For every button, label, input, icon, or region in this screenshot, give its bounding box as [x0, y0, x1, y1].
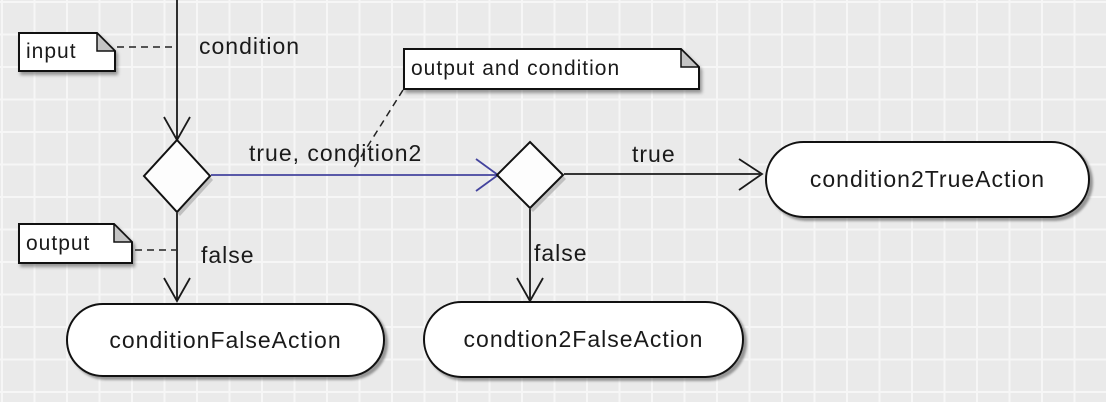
edge-label-true: true [632, 141, 676, 167]
action-node-condition2-true[interactable]: condition2TrueAction [765, 141, 1090, 218]
note-output-and-condition[interactable]: output and condition [403, 48, 700, 90]
note-input[interactable]: input [18, 32, 116, 72]
decision-node-1[interactable] [142, 138, 213, 216]
action-label: condtion2FalseAction [463, 326, 704, 352]
arrowhead-right-icon [738, 158, 764, 191]
edge-false-1[interactable] [163, 213, 191, 303]
decision-diamond-icon[interactable] [142, 138, 212, 214]
note-text: output [26, 231, 91, 255]
note-fold-icon [96, 32, 116, 52]
arrowhead-down-icon [163, 277, 191, 303]
action-node-condtion2-false[interactable]: condtion2FalseAction [423, 301, 744, 378]
decision-node-2[interactable] [495, 140, 566, 212]
action-label: conditionFalseAction [109, 326, 342, 353]
note-shape-icon [18, 32, 116, 72]
action-node-condition-false[interactable]: conditionFalseAction [66, 303, 385, 377]
note-fold-icon [680, 48, 700, 68]
note-fold-icon [113, 223, 133, 243]
note-text: input [26, 40, 77, 63]
edge-condition[interactable] [163, 0, 191, 142]
note-shape-icon [18, 223, 133, 264]
edge-label-false-2: false [534, 240, 588, 266]
note-text: output and condition [411, 57, 621, 80]
decision-diamond-icon[interactable] [495, 140, 565, 210]
edge-true[interactable] [564, 158, 764, 191]
edge-label-false-1: false [201, 242, 255, 268]
action-label: condition2TrueAction [809, 166, 1046, 192]
edge-label-condition: condition [199, 33, 301, 59]
edge-label-true-condition2: true, condition2 [249, 140, 423, 166]
note-shape-icon [403, 48, 700, 90]
note-anchor-output-and-condition [351, 89, 404, 172]
note-output[interactable]: output [18, 223, 133, 264]
